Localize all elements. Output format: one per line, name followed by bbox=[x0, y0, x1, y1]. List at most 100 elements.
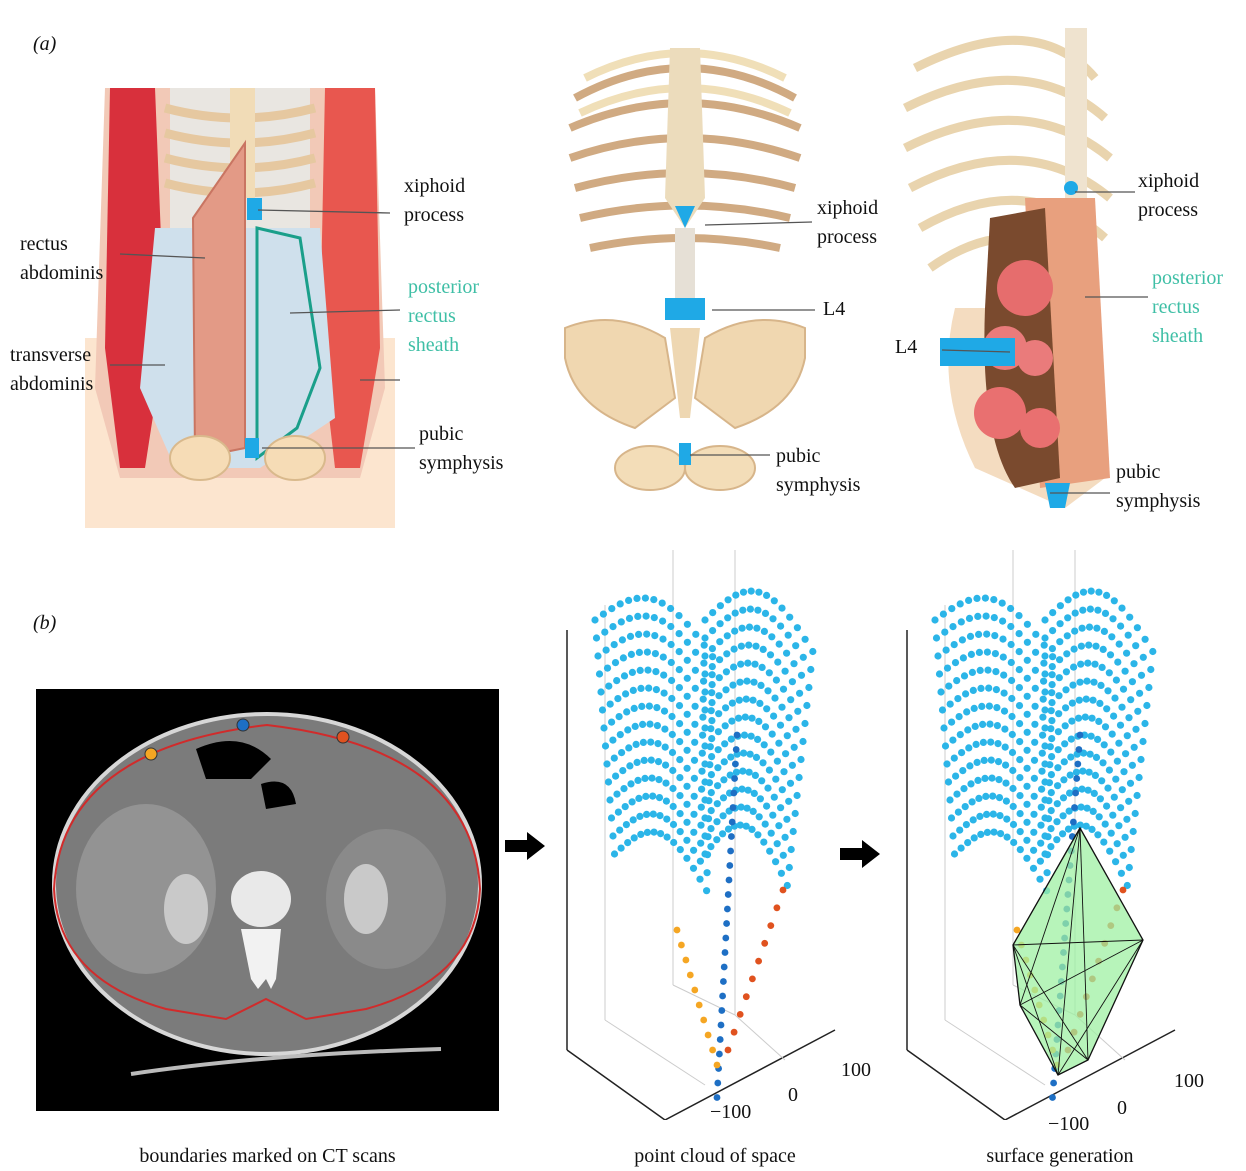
point bbox=[963, 821, 970, 828]
point bbox=[1120, 686, 1127, 693]
point bbox=[636, 813, 643, 820]
point bbox=[1024, 711, 1031, 718]
point bbox=[738, 643, 745, 650]
point bbox=[701, 796, 708, 803]
point bbox=[934, 652, 941, 659]
point bbox=[1096, 700, 1103, 707]
point bbox=[1077, 661, 1084, 668]
point bbox=[1008, 677, 1015, 684]
point bbox=[701, 688, 708, 695]
point bbox=[798, 672, 805, 679]
point bbox=[1049, 645, 1056, 652]
point bbox=[637, 831, 644, 838]
point bbox=[607, 701, 614, 708]
point bbox=[609, 623, 616, 630]
point bbox=[723, 668, 730, 675]
point bbox=[1024, 657, 1031, 664]
point bbox=[796, 690, 803, 697]
point bbox=[1002, 744, 1009, 751]
point bbox=[967, 780, 974, 787]
point bbox=[1071, 628, 1078, 635]
point bbox=[659, 636, 666, 643]
point bbox=[752, 772, 759, 779]
point bbox=[661, 708, 668, 715]
point bbox=[1113, 677, 1120, 684]
point bbox=[669, 767, 676, 774]
point bbox=[611, 641, 618, 648]
point bbox=[792, 642, 799, 649]
point bbox=[972, 723, 979, 730]
point bbox=[957, 600, 964, 607]
point bbox=[983, 613, 990, 620]
point bbox=[1084, 660, 1091, 667]
point bbox=[643, 631, 650, 638]
point bbox=[684, 729, 691, 736]
point bbox=[669, 785, 676, 792]
point bbox=[627, 780, 634, 787]
point bbox=[692, 631, 699, 638]
point bbox=[709, 645, 716, 652]
point bbox=[683, 855, 690, 862]
point bbox=[940, 611, 947, 618]
point bbox=[931, 616, 938, 623]
point bbox=[777, 623, 784, 630]
point bbox=[1106, 669, 1113, 676]
point bbox=[756, 700, 763, 707]
point bbox=[1102, 610, 1109, 617]
point bbox=[605, 778, 612, 785]
point bbox=[1115, 822, 1122, 829]
point bbox=[667, 623, 674, 630]
point bbox=[740, 750, 747, 757]
point bbox=[698, 768, 705, 775]
point bbox=[1048, 789, 1055, 796]
point bbox=[1064, 632, 1071, 639]
point bbox=[1094, 607, 1101, 614]
point-cloud-plot bbox=[555, 545, 890, 1120]
point bbox=[646, 721, 653, 728]
point bbox=[944, 665, 951, 672]
point bbox=[644, 829, 651, 836]
point bbox=[1093, 754, 1100, 761]
midline-point bbox=[1074, 761, 1081, 768]
point bbox=[962, 690, 969, 697]
point bbox=[1041, 706, 1048, 713]
point bbox=[746, 769, 753, 776]
point bbox=[1008, 713, 1015, 720]
point bbox=[1016, 648, 1023, 655]
point bbox=[743, 696, 750, 703]
point bbox=[996, 812, 1003, 819]
point bbox=[1125, 632, 1132, 639]
point bbox=[940, 724, 947, 731]
point bbox=[949, 737, 956, 744]
point bbox=[719, 830, 726, 837]
point bbox=[745, 642, 752, 649]
point bbox=[1048, 699, 1055, 706]
point bbox=[625, 597, 632, 604]
point bbox=[949, 623, 956, 630]
point bbox=[599, 706, 606, 713]
point bbox=[683, 783, 690, 790]
point bbox=[708, 789, 715, 796]
point bbox=[975, 631, 982, 638]
point bbox=[1114, 659, 1121, 666]
point bbox=[1039, 732, 1046, 739]
point bbox=[664, 834, 671, 841]
point bbox=[1009, 785, 1016, 792]
point bbox=[968, 651, 975, 658]
point bbox=[755, 589, 762, 596]
point bbox=[1041, 616, 1048, 623]
point bbox=[771, 695, 778, 702]
point bbox=[593, 634, 600, 641]
point bbox=[659, 618, 666, 625]
point bbox=[690, 811, 697, 818]
point bbox=[1062, 686, 1069, 693]
ct-scan-image bbox=[36, 689, 499, 1111]
point bbox=[1041, 688, 1048, 695]
point bbox=[1048, 735, 1055, 742]
point bbox=[652, 650, 659, 657]
point bbox=[1000, 654, 1007, 661]
point bbox=[623, 821, 630, 828]
point bbox=[629, 798, 636, 805]
point bbox=[1117, 623, 1124, 630]
point bbox=[953, 791, 960, 798]
